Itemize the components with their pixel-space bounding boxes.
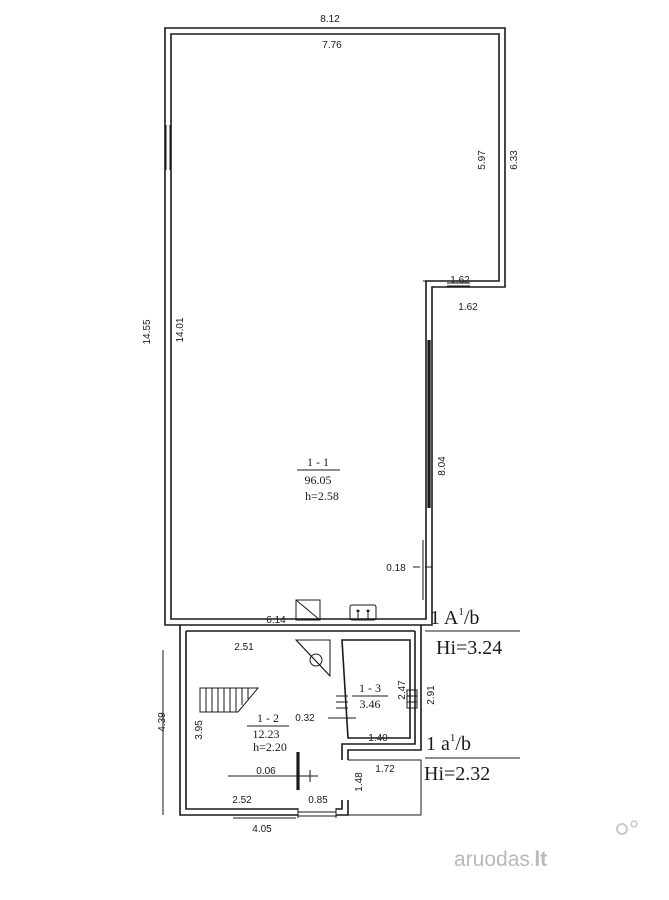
- stair-symbol: [199, 687, 260, 713]
- dim-annex-bottom-left: 2.52: [232, 795, 252, 806]
- dim-right-upper-outer: 6.33: [509, 150, 520, 170]
- dim-right-lower: 8.04: [437, 456, 448, 476]
- sink-symbol: [349, 604, 377, 621]
- dim-left-inner: 14.01: [175, 317, 186, 342]
- room-height: h=2.20: [253, 740, 287, 754]
- floor-height: Hi=2.32: [424, 763, 490, 785]
- dim-wall-thickness: 0.18: [386, 563, 406, 574]
- dim-annex-top: 2.51: [234, 642, 254, 653]
- floor-sup: 1: [458, 606, 464, 618]
- dim-step-outer: 1.62: [450, 275, 470, 286]
- dim-closet-outer: 2.91: [426, 685, 437, 705]
- floor-code: 1 A: [430, 607, 459, 629]
- dim-closet-height: 2.47: [397, 680, 408, 700]
- floor-suffix: /b: [464, 607, 480, 629]
- floor-sup: 1: [450, 732, 456, 744]
- room-id: 1 - 2: [257, 711, 279, 725]
- corner-fixture: [294, 639, 331, 678]
- main-hall-walls: [164, 27, 506, 626]
- dim-left-outer: 14.55: [142, 319, 153, 344]
- dim-entry-outer: 1.72: [375, 764, 395, 775]
- watermark-tld: lt: [534, 848, 547, 871]
- floor-height: Hi=3.24: [436, 637, 502, 659]
- watermark-logo-icon: [616, 820, 638, 835]
- room-area: 3.46: [360, 697, 381, 711]
- dim-inner-top: 7.76: [322, 40, 342, 51]
- room-height: h=2.58: [305, 489, 339, 503]
- dim-annex-bottom-outer: 4.05: [252, 824, 272, 835]
- svg-text:aruodas.lt: aruodas.lt: [454, 848, 547, 871]
- annex-walls: [179, 625, 422, 816]
- room-area: 12.23: [253, 727, 280, 741]
- room-id: 1 - 1: [307, 455, 329, 469]
- room-area: 96.05: [305, 473, 332, 487]
- dim-corridor-width: 0.32: [295, 713, 315, 724]
- svg-text:1 a1/b: 1 a1/b: [426, 732, 471, 755]
- watermark: aruodas.lt: [454, 820, 638, 871]
- dim-entry-height: 1.48: [354, 772, 365, 792]
- watermark-brand: aruodas: [454, 848, 530, 871]
- room-label-1-1: 1 - 1 96.05 h=2.58: [297, 455, 340, 503]
- dim-door-width: 0.85: [308, 795, 328, 806]
- entry-outline: [348, 759, 422, 816]
- dim-partition: 0.06: [256, 766, 276, 777]
- room-label-1-3: 1 - 3 3.46: [352, 681, 388, 711]
- dim-right-upper-inner: 5.97: [477, 150, 488, 170]
- floor-label-1a-upper: 1 A1/b Hi=3.24: [430, 606, 502, 659]
- dim-step-inner: 1.62: [458, 302, 478, 313]
- dim-outer-top: 8.12: [320, 14, 340, 25]
- dim-annex-left-outer: 4.39: [157, 712, 168, 732]
- room-label-1-2: 1 - 2 12.23 h=2.20: [247, 711, 289, 754]
- room-id: 1 - 3: [359, 681, 381, 695]
- dim-annex-left-inner: 3.95: [194, 720, 205, 740]
- dimension-lines: [162, 566, 520, 819]
- floor-code: 1 a: [426, 733, 450, 755]
- floor-suffix: /b: [455, 733, 471, 755]
- floor-label-1a-lower: 1 a1/b Hi=2.32: [424, 732, 490, 785]
- dimension-labels: 8.12 7.76 5.97 6.33 1.62 1.62 14.55 14.0…: [142, 14, 520, 835]
- dim-closet-width: 1.40: [368, 733, 388, 744]
- ventilation-box: [295, 599, 321, 621]
- svg-text:1 A1/b: 1 A1/b: [430, 606, 479, 629]
- wall-openings: [297, 689, 418, 818]
- dim-bottom-wall-main: 6.14: [266, 615, 286, 626]
